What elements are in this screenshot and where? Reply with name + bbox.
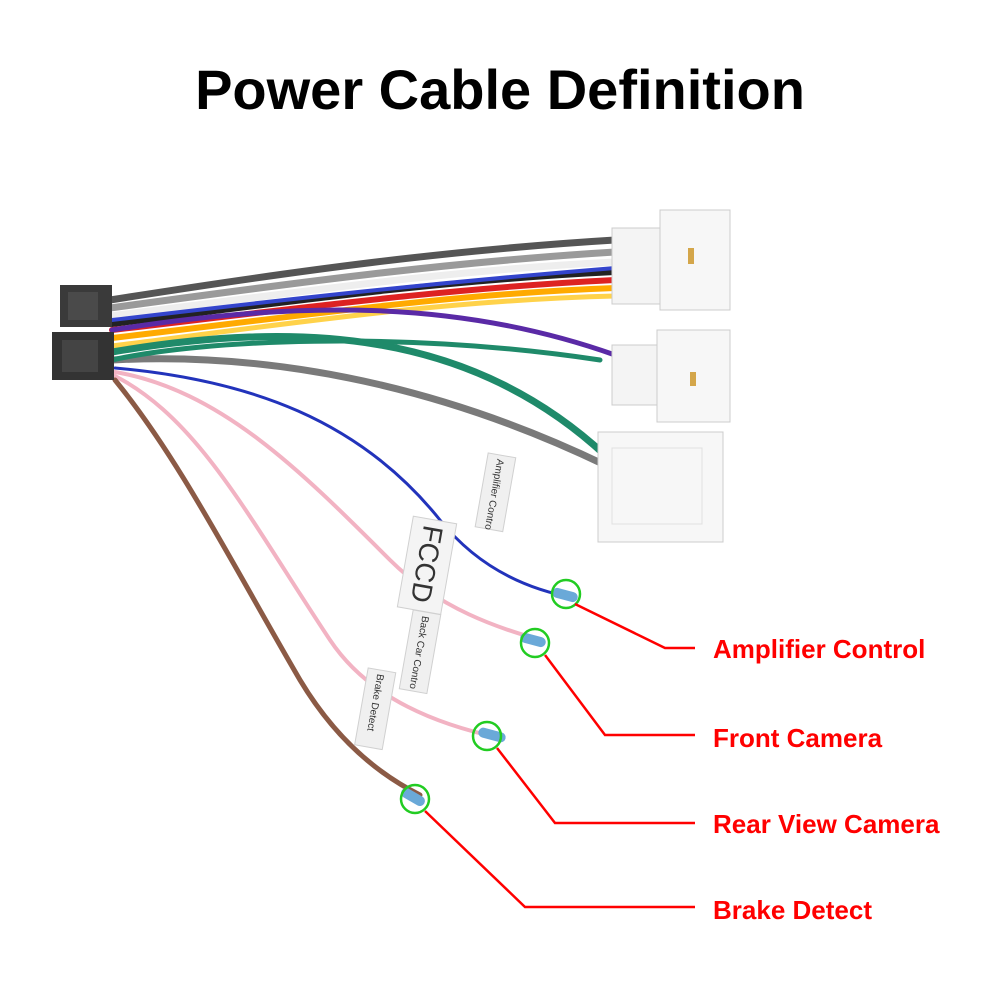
iso-connector: [52, 285, 114, 380]
callout-brake-detect: Brake Detect: [713, 895, 872, 925]
leader-rear-camera: [496, 747, 695, 825]
wire-bundle: [106, 236, 619, 798]
marker-brake: [399, 783, 431, 815]
wire-label-tags: Amplifier Contro FCCD Back Car Contro Br…: [354, 452, 517, 751]
marker-amplifier: [550, 578, 582, 610]
leader-brake: [424, 810, 695, 909]
callout-front-camera: Front Camera: [713, 723, 883, 753]
leader-amplifier: [574, 602, 695, 650]
leader-lines: [424, 602, 695, 909]
marker-rear-camera: [471, 720, 503, 752]
green-markers: [399, 578, 582, 815]
white-connector-secondary: [611, 329, 731, 423]
white-connector-tertiary: [597, 431, 724, 543]
callout-amplifier-control: Amplifier Control: [713, 634, 926, 664]
white-connector-main: [611, 209, 731, 311]
callout-rear-view-camera: Rear View Camera: [713, 809, 940, 839]
leader-front-camera: [544, 654, 695, 737]
wire-tips: [401, 587, 578, 806]
page-title: Power Cable Definition: [195, 58, 805, 121]
marker-front-camera: [519, 627, 551, 659]
